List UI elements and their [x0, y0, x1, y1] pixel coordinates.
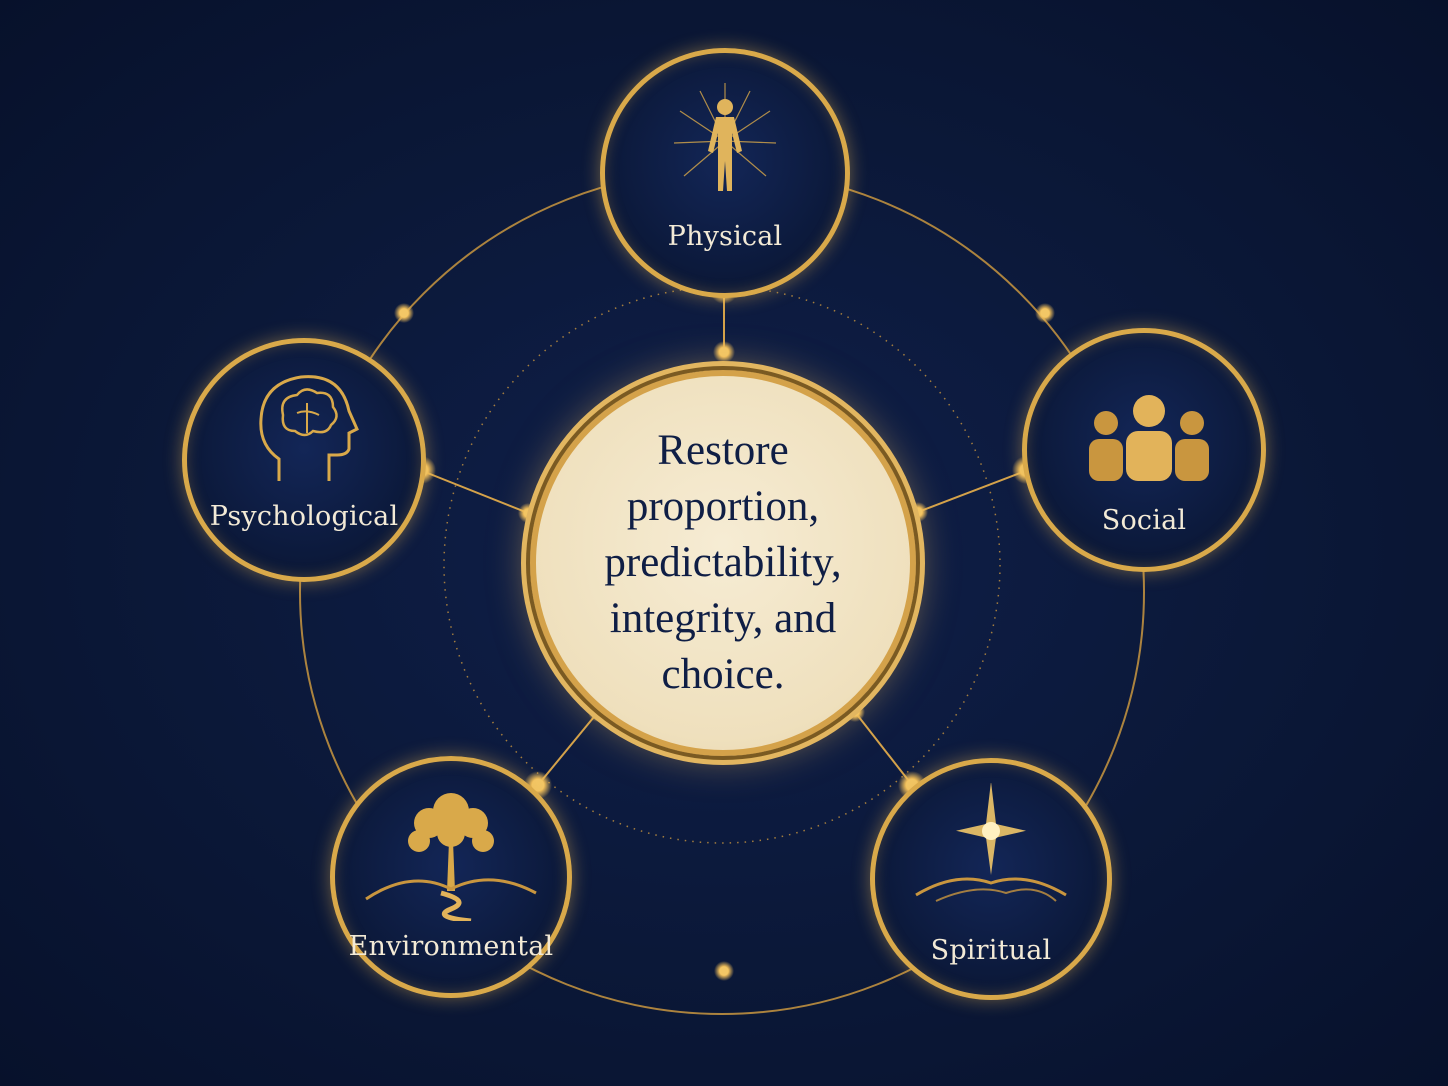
spoke-spiritual [854, 711, 913, 786]
node-label-physical: Physical [667, 221, 783, 252]
star-over-hills-icon [915, 783, 1067, 902]
spoke-social [917, 469, 1029, 513]
node-environmental: Environmental [330, 756, 572, 998]
human-figure-icon [673, 83, 777, 191]
head-brain-icon [259, 375, 359, 481]
center-statement: Restore proportion, predictability, inte… [604, 427, 842, 698]
people-group-icon [1089, 395, 1209, 481]
spoke-psychological [419, 469, 529, 514]
node-label-psychological: Psychological [209, 501, 399, 532]
node-social: Social [1022, 328, 1266, 572]
spoke-environmental [537, 711, 599, 786]
node-physical: Physical [600, 48, 850, 298]
node-psychological: Psychological [182, 338, 426, 582]
node-label-social: Social [1101, 505, 1187, 536]
center-circle: Restore proportion, predictability, inte… [530, 370, 916, 756]
tree-landscape-icon [365, 793, 537, 921]
inner-dotted-ring [443, 286, 1001, 844]
node-label-spiritual: Spiritual [930, 935, 1052, 966]
node-spiritual: Spiritual [870, 758, 1112, 1000]
node-label-environmental: Environmental [348, 931, 554, 962]
